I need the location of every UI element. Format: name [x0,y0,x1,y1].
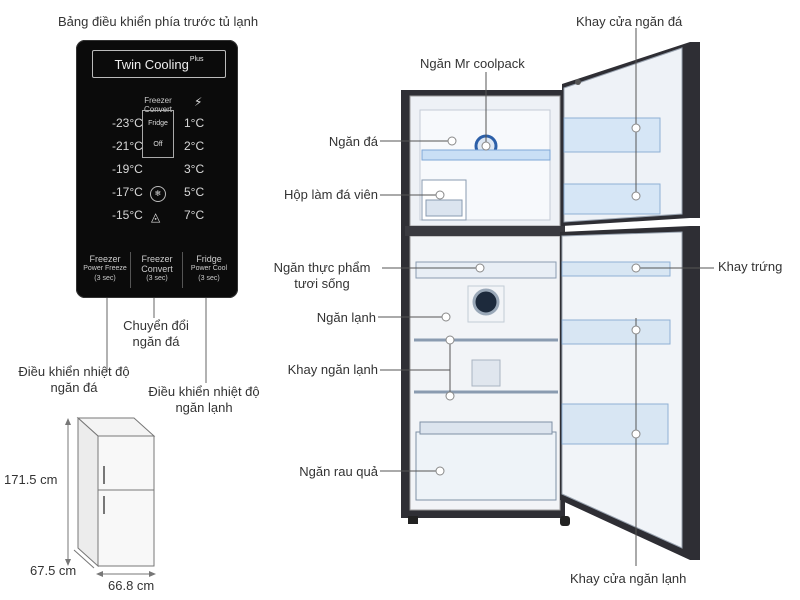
brand-logo: Twin Cooling Plus [92,50,226,78]
brand-plus: Plus [189,55,204,63]
brand-text: Twin Cooling [114,56,189,72]
label-line: ngăn lạnh [175,400,233,415]
button-sub: Convert [141,264,173,274]
button-title: Fridge [196,254,222,264]
label-line: tươi sống [294,276,350,291]
power-cool-icon: ⚡ [194,95,203,109]
freezer-temp-5: -15°C [112,208,143,222]
label-fridge-compartment: Ngăn lạnh [316,310,376,325]
label-line: Chuyển đổi [123,318,189,333]
label-line: ngăn đá [50,380,98,395]
label-mr-coolpack: Ngăn Mr coolpack [420,56,525,71]
freezer-door [562,42,700,226]
fridge-callouts [378,28,714,566]
fridge-control-label: Điều khiển nhiệt độ ngăn lạnh [134,384,274,416]
label-fridge-door-tray: Khay cửa ngăn lạnh [570,571,687,586]
label-line: ngăn đá [132,334,180,349]
label-line: Ngăn thực phẩm [273,260,371,275]
freezer-temp-3: -19°C [112,162,143,176]
freezer-temp-4: -17°C [112,185,143,199]
button-time: (3 sec) [198,275,220,282]
height-dimension: 171.5 cm [4,472,58,487]
fridge-door [560,226,700,560]
label-fresh-food: Ngăn thực phẩm tươi sống [262,260,382,292]
button-sub: Power Cool [190,265,228,272]
power-freeze-icon: ❄ [150,186,166,202]
mode-fridge: Fridge [148,120,168,127]
mode-indicator: Fridge Off [142,110,174,158]
button-sub: Power Freeze [83,265,127,272]
power-cool-button[interactable]: Fridge Power Cool (3 sec) [184,254,234,284]
ice-icon: ◬ [151,210,161,224]
dimension-sketch [67,416,156,575]
freezer-convert-label: Freezer Convert [143,96,172,114]
convert-label: Chuyển đổi ngăn đá [110,318,202,350]
button-title: Freezer [141,254,173,264]
label-line: Điều khiển nhiệt độ [18,364,130,379]
label-line: Điều khiển nhiệt độ [148,384,260,399]
label-egg-tray: Khay trứng [718,259,783,274]
divider [130,252,131,288]
fridge-temp-4: 5°C [184,185,205,199]
freezer-temp-1: -23°C [112,116,143,130]
label-freezer-door-tray: Khay cửa ngăn đá [576,14,683,29]
label-freezer-compartment: Ngăn đá [328,134,378,149]
fridge-temp-1: 1°C [184,116,205,130]
control-panel: Twin Cooling Plus Freezer Convert ⚡ -23°… [76,40,238,298]
button-title: Freezer [89,254,121,264]
label-ice-maker: Hộp làm đá viên [284,187,378,202]
button-time: (3 sec) [94,275,116,282]
divider [182,252,183,288]
fridge-temp-5: 7°C [184,208,205,222]
button-time: (3 sec) [146,275,168,282]
freezer-temp-2: -21°C [112,139,143,153]
depth-dimension: 67.5 cm [30,563,77,578]
freezer-convert-button[interactable]: Freezer Convert (3 sec) [132,254,182,284]
power-freeze-button[interactable]: Freezer Power Freeze (3 sec) [80,254,130,284]
fridge-temp-3: 3°C [184,162,205,176]
callout-dots [435,123,641,476]
width-dimension: 66.8 cm [108,578,155,593]
label-vegetable-drawer: Ngăn rau quả [299,464,378,479]
label-fridge-tray: Khay ngăn lạnh [287,362,378,377]
fridge-body [401,90,570,526]
mode-off: Off [153,141,163,148]
dimension-arrows [65,418,156,577]
panel-title: Bảng điều khiển phía trước tủ lạnh [58,14,259,29]
fridge-temp-2: 2°C [184,139,205,153]
freezer-control-label: Điều khiển nhiệt độ ngăn đá [4,364,144,396]
